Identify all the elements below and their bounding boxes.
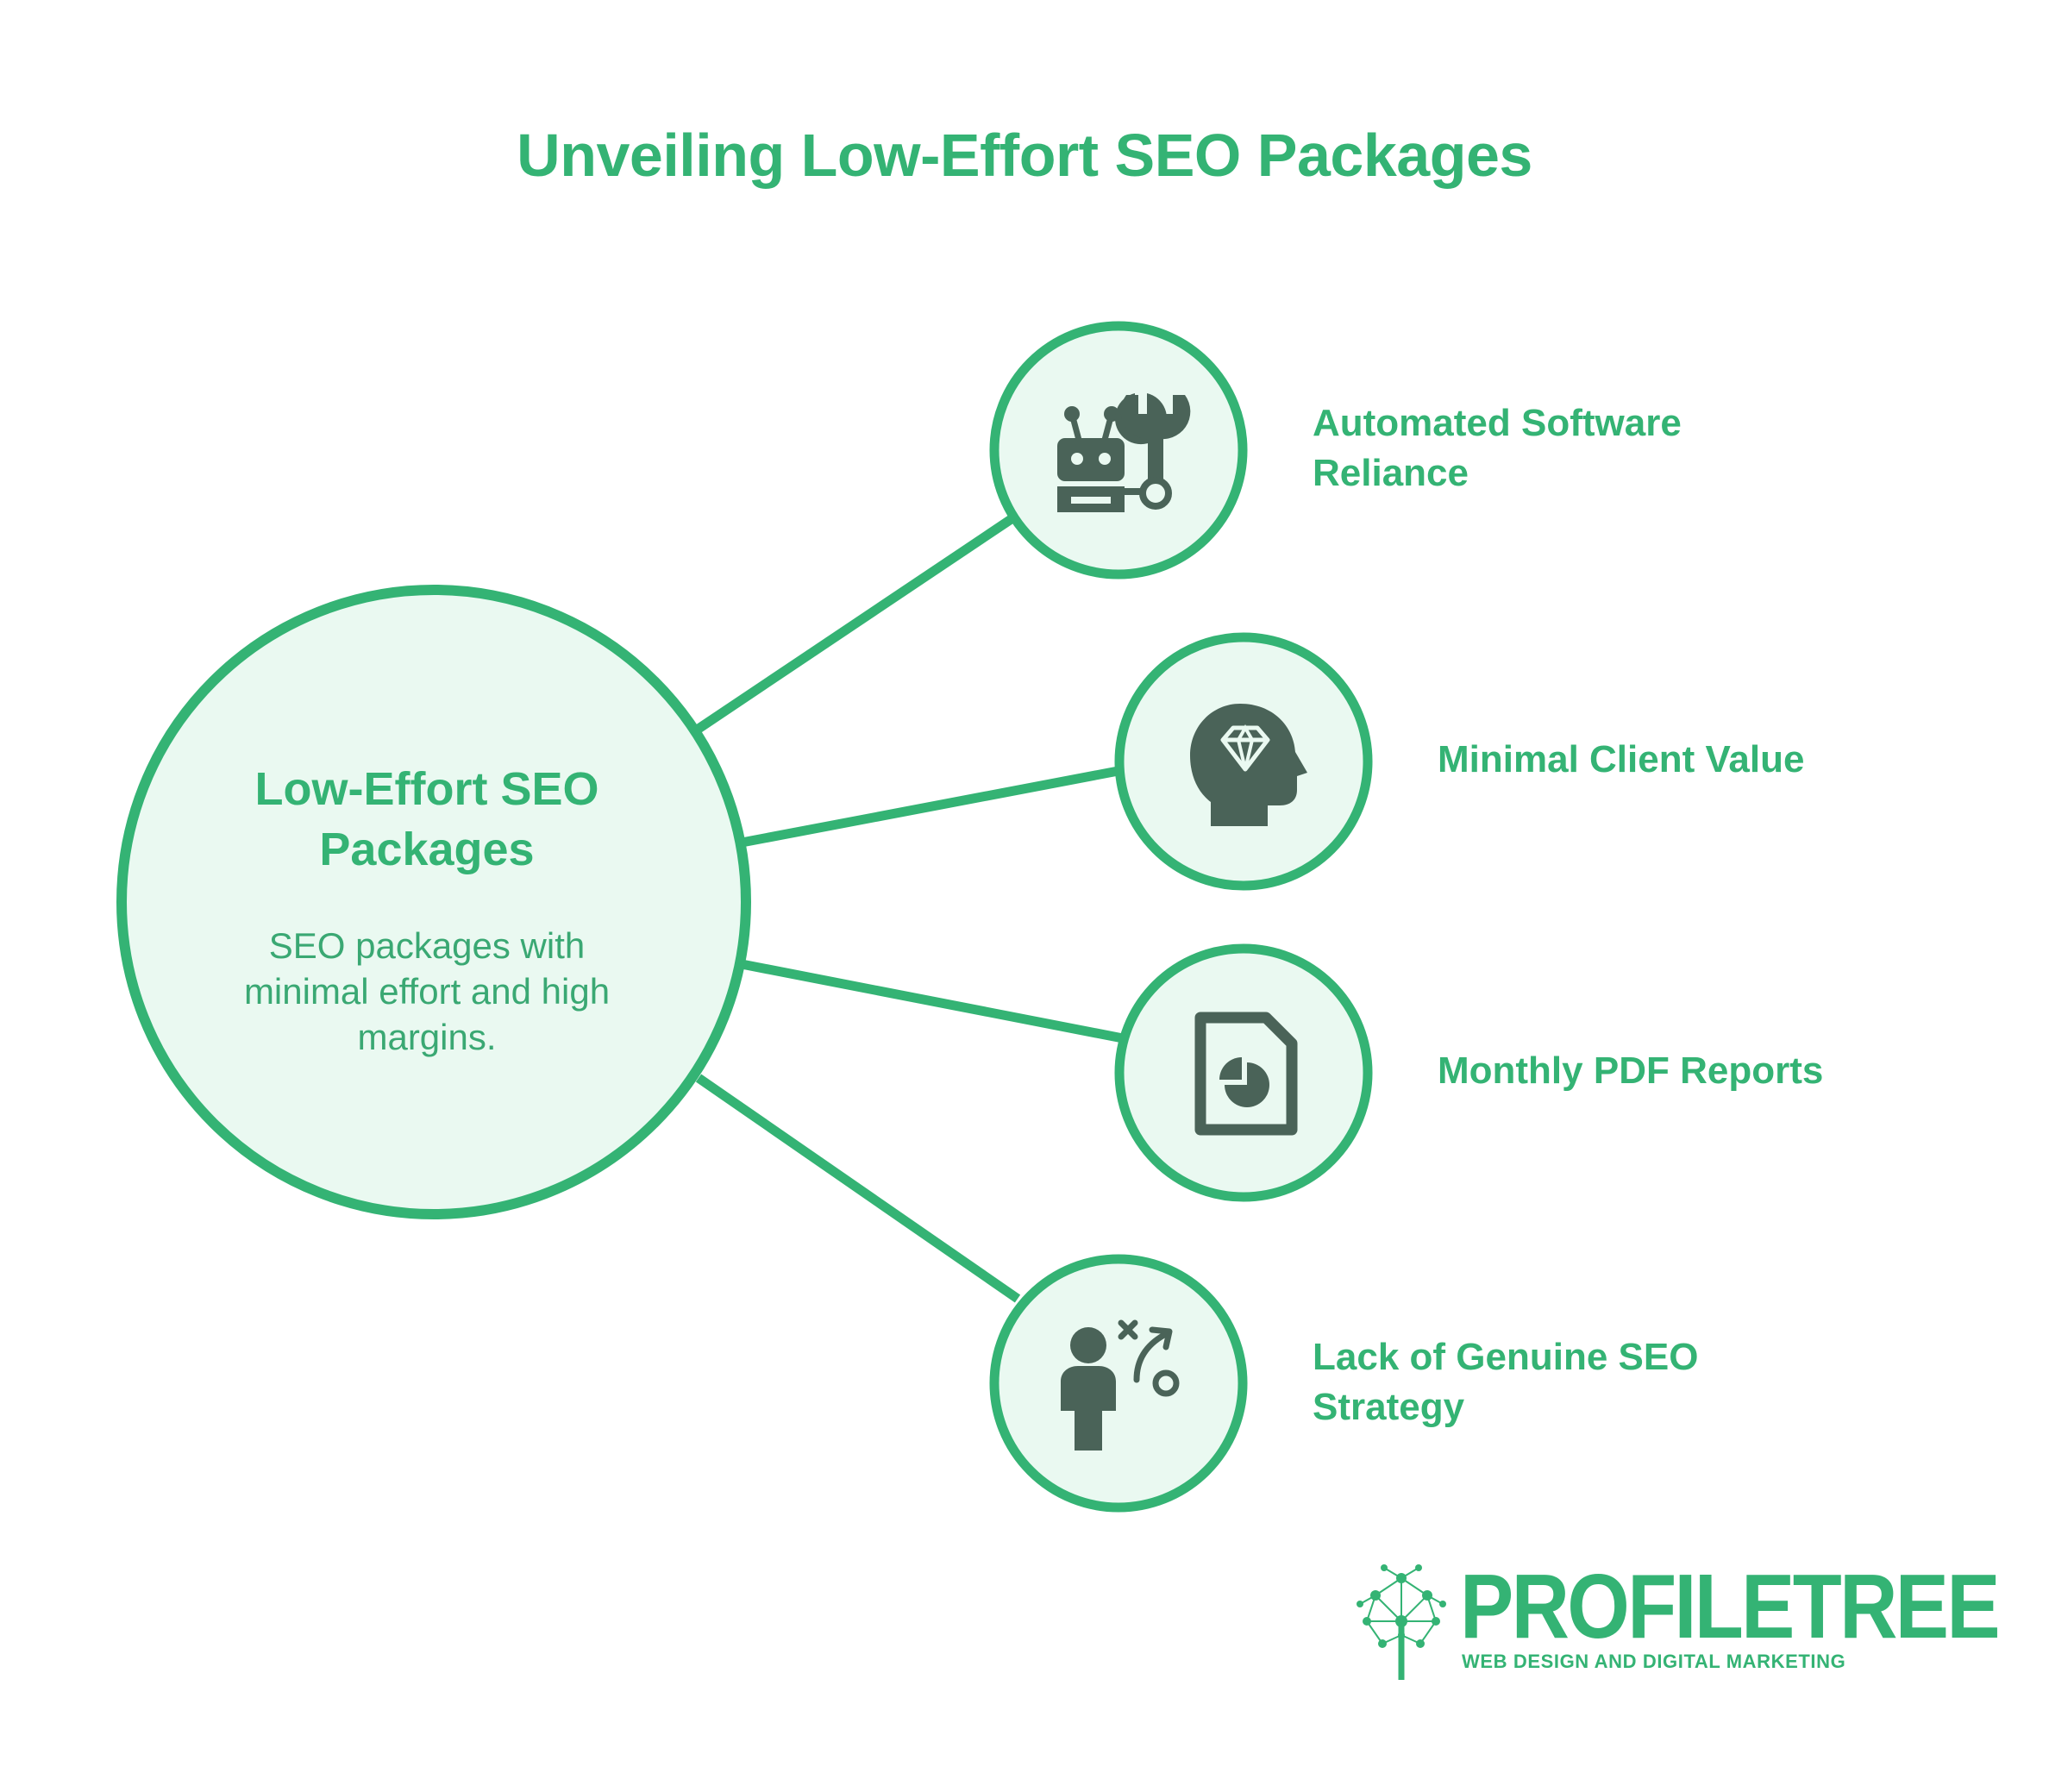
connector-4	[695, 1074, 1021, 1303]
pie-chart-document-icon	[1194, 1012, 1298, 1136]
node-circle-4	[989, 1254, 1248, 1513]
profiletree-logo: PROFILETREE WEB DESIGN AND DIGITAL MARKE…	[1350, 1559, 2001, 1682]
connector-1	[695, 511, 1021, 733]
node-label-2: Minimal Client Value	[1438, 738, 1805, 780]
tree-logo-icon	[1357, 1564, 1446, 1680]
center-circle	[116, 585, 751, 1219]
node-label-1: Automated Software Reliance	[1313, 402, 1682, 494]
robot-wrench-icon	[1057, 393, 1191, 512]
person-strategy-icon	[1061, 1319, 1180, 1451]
node-label-4: Lack of Genuine SEO Strategy	[1313, 1336, 1699, 1428]
center-title: Low-Effort SEO Packages	[254, 763, 599, 875]
page-title: Unveiling Low-Effort SEO Packages	[517, 122, 1532, 189]
connector-3	[740, 959, 1125, 1043]
logo-tagline: WEB DESIGN AND DIGITAL MARKETING	[1462, 1651, 1846, 1672]
connector-2	[740, 765, 1125, 848]
center-description: SEO packages with minimal effort and hig…	[243, 925, 611, 1057]
head-diamond-icon	[1190, 704, 1307, 826]
logo-wordmark: PROFILETREE	[1460, 1556, 2001, 1657]
center-node: Low-Effort SEO Packages SEO packages wit…	[151, 759, 703, 1060]
node-circle-3	[1114, 943, 1373, 1202]
node-label-3: Monthly PDF Reports	[1438, 1050, 1824, 1092]
